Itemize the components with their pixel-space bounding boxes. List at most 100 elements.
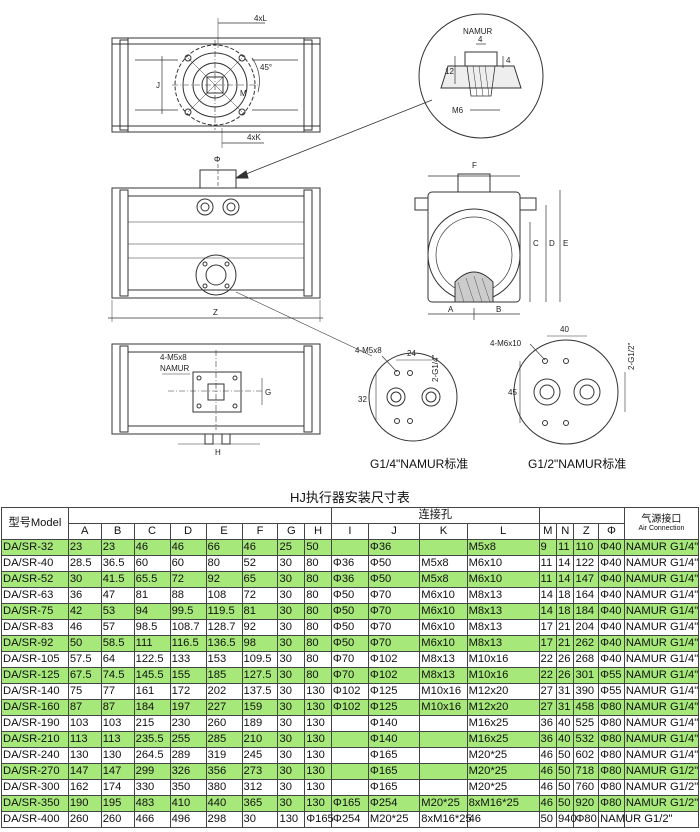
table-cell: 30 [277, 571, 306, 588]
table-cell: Φ55 [598, 683, 625, 700]
port14-thread: 4-M5x8 [355, 346, 382, 355]
table-cell: 46 [538, 747, 558, 764]
port12-g12: 2-G1/2" [627, 343, 636, 370]
table-cell: M6x10 [419, 635, 468, 652]
table-cell: 184 [133, 699, 171, 716]
table-cell: 80 [304, 651, 332, 668]
table-cell: Φ40 [598, 587, 625, 604]
dim-f: F [472, 161, 477, 170]
table-cell: Φ125 [367, 683, 421, 700]
table-cell: 466 [133, 811, 171, 828]
table-cell: 98.5 [133, 619, 171, 636]
table-cell: 147 [67, 763, 102, 780]
table-cell: 109.5 [241, 651, 279, 668]
table-cell: 23 [100, 539, 135, 556]
table-cell: 80 [304, 635, 332, 652]
header-model: 型号Model [1, 507, 69, 540]
model-cell: DA/SR-400 [1, 811, 69, 828]
table-cell: 350 [169, 779, 207, 796]
table-cell: 65.5 [133, 571, 171, 588]
table-cell: M12x20 [466, 699, 540, 716]
table-cell: 532 [573, 731, 600, 748]
table-cell: Φ80 [598, 699, 625, 716]
table-cell: 81 [133, 587, 171, 604]
table-cell: 72 [241, 587, 279, 604]
table-cell: M5x8 [419, 571, 468, 588]
table-cell: Φ70 [367, 619, 421, 636]
table-cell: Φ50 [330, 603, 369, 620]
table-cell: M5x8 [419, 555, 468, 572]
table-cell [419, 715, 468, 732]
namur-dim-4a: 4 [478, 35, 483, 44]
table-cell: 30 [277, 715, 306, 732]
table-cell: M5x8 [466, 539, 540, 556]
table-cell: 11 [538, 571, 558, 588]
table-cell: Φ165 [330, 795, 369, 812]
table-cell [330, 731, 369, 748]
table-cell: 285 [205, 731, 243, 748]
table-cell: 390 [573, 683, 600, 700]
technical-drawing: 4xL 45° J M 4xK NAMUR 4 4 12 M6 Φ Z F A … [108, 13, 636, 457]
table-cell: 195 [100, 795, 135, 812]
table-cell: 36 [538, 731, 558, 748]
table-cell: 185 [205, 667, 243, 684]
table-cell: 110 [573, 539, 600, 556]
table-cell: 111 [133, 635, 171, 652]
table-cell: M10x16 [419, 683, 468, 700]
column-header: K [419, 523, 468, 540]
table-cell: Φ36 [367, 539, 421, 556]
table-cell: 40 [556, 715, 575, 732]
table-cell: 46 [538, 795, 558, 812]
table-cell: 57 [100, 619, 135, 636]
table-cell: 30 [67, 571, 102, 588]
table-cell: 65 [241, 571, 279, 588]
table-cell: 215 [133, 715, 171, 732]
table-cell: 174 [100, 779, 135, 796]
column-header: Z [573, 523, 600, 540]
table-cell: M20*25 [367, 811, 421, 828]
table-cell: 21 [556, 619, 575, 636]
table-cell: 27 [538, 699, 558, 716]
header-blank-left [67, 507, 332, 524]
table-cell: 30 [277, 699, 306, 716]
table-cell: 301 [573, 667, 600, 684]
table-cell: Φ40 [598, 603, 625, 620]
table-cell: 113 [100, 731, 135, 748]
table-cell: 11 [556, 539, 575, 556]
table-cell: NAMUR G1/4" [623, 603, 700, 620]
table-cell: 136.5 [205, 635, 243, 652]
table-cell: M8x13 [419, 651, 468, 668]
table-cell: 8xM16*25 [419, 811, 472, 828]
dim-e: E [563, 239, 568, 248]
column-header: N [556, 523, 575, 540]
table-cell: Φ165 [367, 763, 421, 780]
table-cell: 80 [205, 555, 243, 572]
table-cell: 189 [241, 715, 279, 732]
table-cell [419, 763, 468, 780]
table-cell: 22 [538, 651, 558, 668]
table-cell: M6x10 [466, 571, 540, 588]
table-cell: 602 [573, 747, 600, 764]
table-cell: M8x13 [466, 603, 540, 620]
table-cell: 204 [573, 619, 600, 636]
table-cell: 64 [100, 651, 135, 668]
table-cell: M10x16 [419, 699, 468, 716]
table-cell: 77 [100, 683, 135, 700]
table-cell: 197 [169, 699, 207, 716]
table-cell: M6x10 [419, 619, 468, 636]
model-cell: DA/SR-32 [1, 539, 69, 556]
table-cell: 58.5 [100, 635, 135, 652]
table-cell: Φ40 [598, 539, 625, 556]
table-cell: 458 [573, 699, 600, 716]
port12-dim-45: 45 [508, 388, 517, 397]
table-cell: 25 [277, 539, 306, 556]
table-cell: 9 [538, 539, 558, 556]
table-cell: 30 [277, 667, 306, 684]
model-cell: DA/SR-92 [1, 635, 69, 652]
table-cell: 330 [133, 779, 171, 796]
namur-dim-4b: 4 [506, 56, 511, 65]
